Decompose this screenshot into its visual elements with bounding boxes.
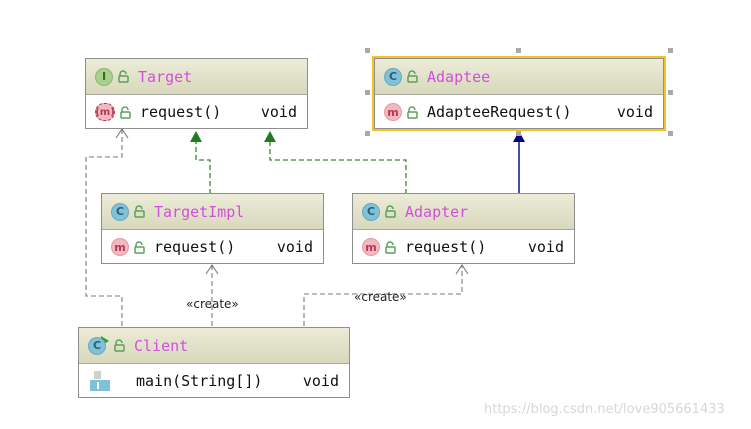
method-row: m request() void	[353, 230, 574, 264]
class-icon: C	[111, 202, 129, 221]
return-type: void	[302, 372, 339, 390]
selection-handle[interactable]	[668, 90, 673, 95]
selection-handle[interactable]	[365, 90, 370, 95]
class-target[interactable]: I Target (m) request() void	[85, 58, 308, 129]
interface-icon: I	[95, 67, 113, 86]
method-icon: m	[384, 103, 402, 121]
create-arrow-client-adapter	[303, 264, 469, 326]
selection-handle[interactable]	[365, 48, 370, 53]
method-row: (m) request() void	[86, 95, 307, 129]
class-client-header: C Client	[79, 328, 349, 364]
class-icon: C	[362, 202, 380, 221]
return-type: void	[616, 103, 653, 121]
class-targetimpl[interactable]: C TargetImpl m request() void	[101, 193, 324, 264]
unlock-icon	[114, 339, 125, 352]
return-type: void	[260, 103, 297, 121]
selection-handle[interactable]	[668, 131, 673, 136]
implements-arrow-targetimpl-target	[190, 131, 211, 194]
class-name: Target	[138, 67, 193, 86]
static-method-icon	[90, 371, 110, 391]
return-type: void	[527, 238, 564, 256]
watermark: https://blog.csdn.net/love905661433	[484, 402, 725, 417]
return-type: void	[276, 238, 313, 256]
unlock-icon	[385, 240, 396, 254]
selection-handle[interactable]	[516, 48, 521, 53]
method-name: main(String[])	[136, 372, 263, 390]
selection-handle[interactable]	[668, 48, 673, 53]
method-name: AdapteeRequest()	[427, 103, 572, 121]
unlock-icon	[407, 105, 418, 119]
class-adaptee-header: C Adaptee	[375, 59, 663, 95]
implements-arrow-adapter-target	[264, 131, 407, 194]
class-adaptee[interactable]: C Adaptee m AdapteeRequest() void	[374, 58, 664, 129]
abstract-method-icon: (m)	[95, 103, 115, 121]
unlock-icon	[118, 70, 129, 83]
class-name: Adaptee	[427, 67, 491, 86]
class-client[interactable]: C Client main(String[]) void	[78, 327, 350, 398]
method-row: m AdapteeRequest() void	[375, 95, 663, 129]
method-icon: m	[362, 238, 380, 256]
method-row: m request() void	[102, 230, 323, 264]
unlock-icon	[120, 105, 131, 119]
class-name: TargetImpl	[154, 202, 245, 221]
dependency-arrow-client-target	[85, 128, 129, 326]
method-name: request()	[140, 103, 222, 121]
class-adapter-header: C Adapter	[353, 194, 574, 230]
create-label-targetimpl: «create»	[186, 297, 239, 311]
extends-arrow-adapter-adaptee	[513, 131, 525, 194]
method-icon: m	[111, 238, 129, 256]
create-label-adapter: «create»	[354, 290, 407, 304]
class-icon: C	[384, 67, 402, 86]
selection-outline	[372, 56, 666, 131]
method-name: request()	[405, 238, 487, 256]
class-name: Adapter	[405, 202, 469, 221]
class-targetimpl-header: C TargetImpl	[102, 194, 323, 230]
class-adapter[interactable]: C Adapter m request() void	[352, 193, 575, 264]
unlock-icon	[385, 205, 396, 218]
unlock-icon	[134, 240, 145, 254]
runnable-class-icon: C	[88, 336, 106, 355]
create-arrow-client-targetimpl	[205, 264, 219, 326]
method-name: request()	[154, 238, 236, 256]
unlock-icon	[407, 70, 418, 83]
class-target-header: I Target	[86, 59, 307, 95]
selection-handle[interactable]	[365, 131, 370, 136]
selection-handle[interactable]	[516, 131, 521, 136]
class-name: Client	[134, 336, 189, 355]
unlock-icon	[134, 205, 145, 218]
method-row: main(String[]) void	[79, 364, 349, 398]
